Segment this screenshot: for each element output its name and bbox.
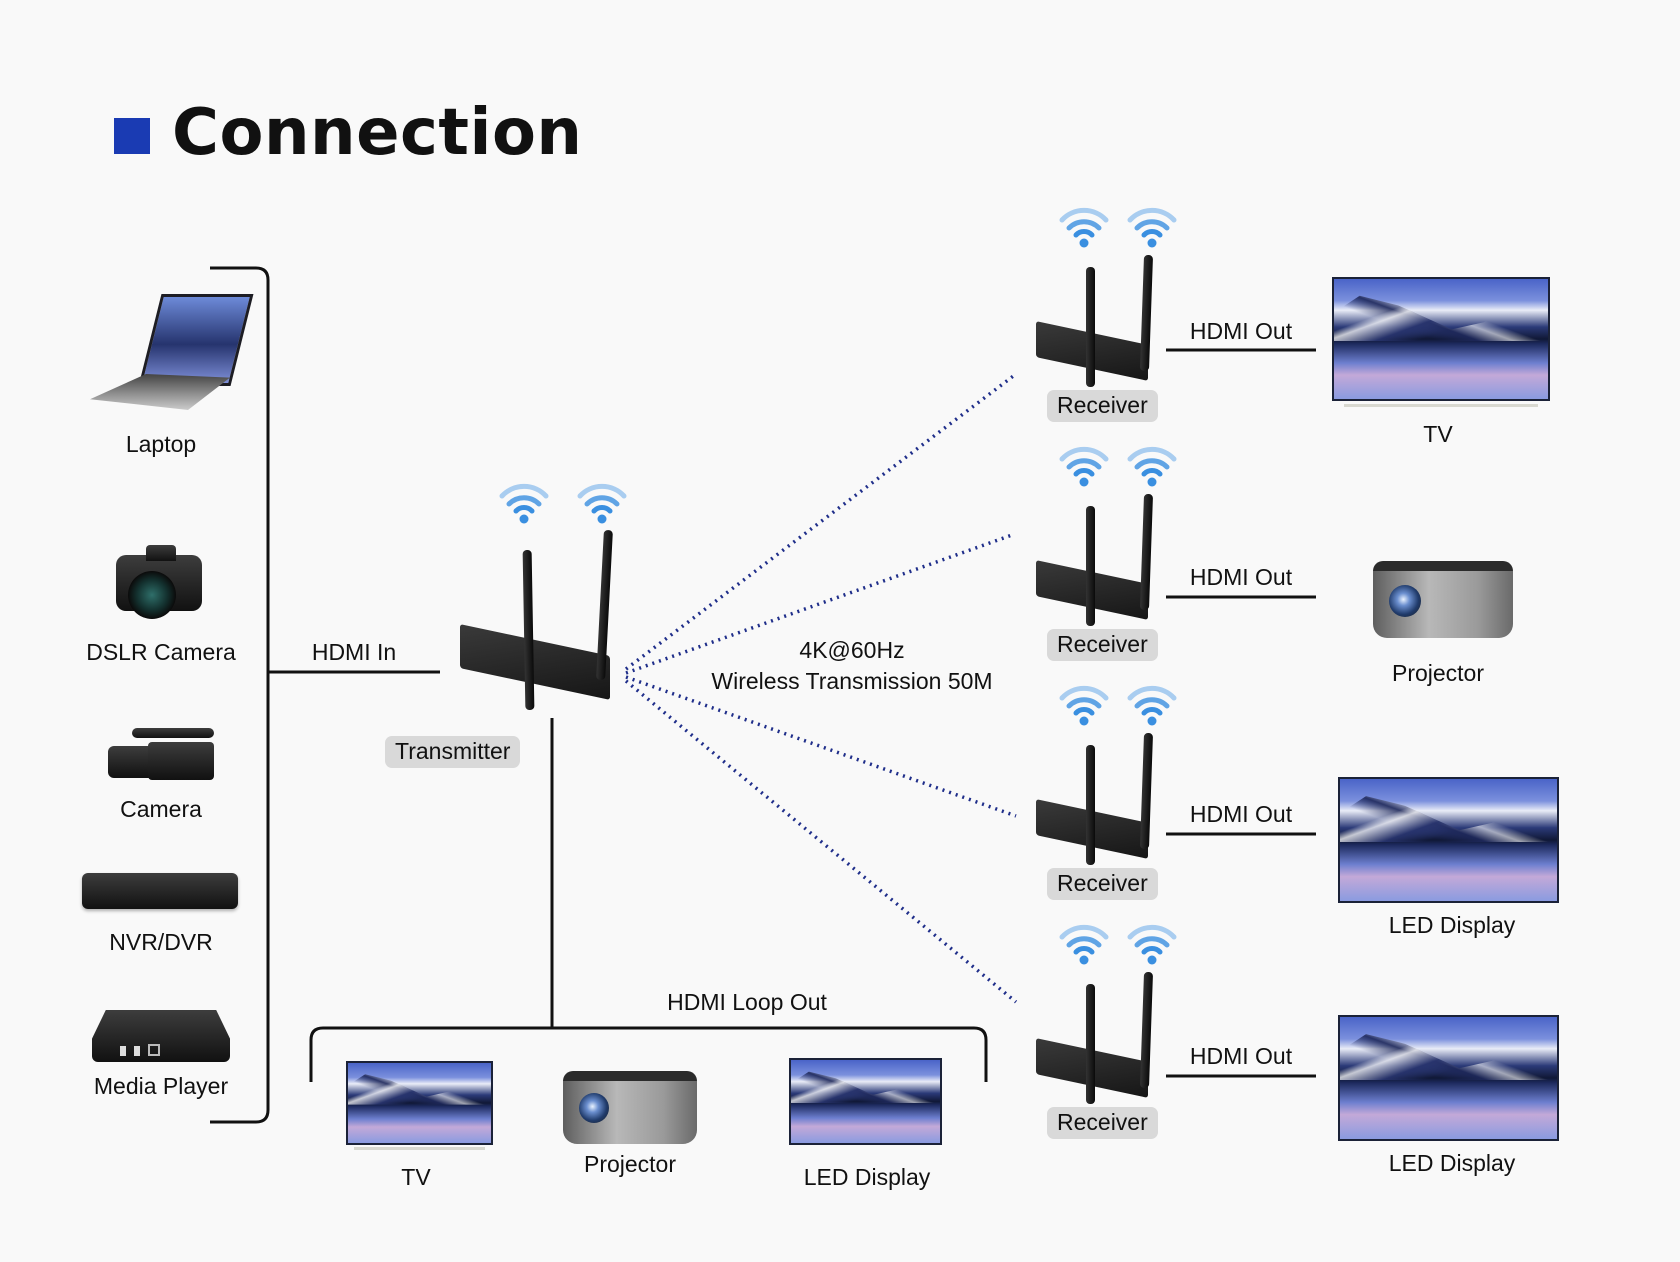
wifi-icon xyxy=(1126,204,1178,253)
receiver-device-icon xyxy=(1036,493,1156,629)
wireless-range-label: Wireless Transmission 50M xyxy=(711,668,993,694)
hdmi-loop-out-label: HDMI Loop Out xyxy=(667,989,827,1015)
wifi-icon xyxy=(1058,921,1110,970)
source-label: Media Player xyxy=(93,1073,229,1099)
page-title: Connection xyxy=(172,96,583,170)
receiver-device-icon xyxy=(1036,254,1156,390)
led-display-icon xyxy=(789,1058,942,1145)
projector-icon xyxy=(563,1071,697,1144)
tv-stand xyxy=(1344,404,1538,407)
wifi-icon xyxy=(498,480,550,529)
transmitter-device-icon xyxy=(458,529,618,715)
receiver-label: Receiver xyxy=(1047,390,1158,422)
transmitter-label: Transmitter xyxy=(385,736,521,768)
dslr-camera-icon xyxy=(116,545,202,625)
source-bracket xyxy=(210,266,270,1124)
led-display-icon xyxy=(1338,777,1559,903)
tv-stand xyxy=(354,1147,485,1150)
display-label: LED Display xyxy=(803,1164,931,1190)
source-label: Camera xyxy=(120,796,202,822)
wireless-link-1 xyxy=(624,372,1018,671)
projector-icon xyxy=(1373,561,1513,638)
nvr-dvr-icon xyxy=(82,873,238,909)
wireless-spec-label: 4K@60Hz xyxy=(799,637,905,663)
hdmi-out-label: HDMI Out xyxy=(1189,1043,1293,1069)
source-label: DSLR Camera xyxy=(86,639,236,665)
media-player-icon xyxy=(92,1010,230,1062)
loop-out-bracket xyxy=(309,1026,988,1082)
hdmi-out-label: HDMI Out xyxy=(1189,564,1293,590)
display-label: TV xyxy=(1423,421,1453,447)
tv-icon xyxy=(1332,277,1550,401)
receiver-label: Receiver xyxy=(1047,1107,1158,1139)
source-label: NVR/DVR xyxy=(109,929,213,955)
source-label: Laptop xyxy=(125,431,197,457)
wifi-icon xyxy=(1126,921,1178,970)
hdmi-out-label: HDMI Out xyxy=(1189,318,1293,344)
display-label: Projector xyxy=(583,1151,677,1177)
wireless-link-4 xyxy=(624,679,1018,1004)
receiver-device-icon xyxy=(1036,971,1156,1107)
wireless-link-2 xyxy=(625,533,1013,675)
display-label: TV xyxy=(401,1164,431,1190)
receiver-label: Receiver xyxy=(1047,629,1158,661)
receiver-device-icon xyxy=(1036,732,1156,868)
wireless-link-3 xyxy=(625,675,1017,818)
wifi-icon xyxy=(1058,443,1110,492)
tv-icon xyxy=(346,1061,493,1145)
wifi-icon xyxy=(1126,682,1178,731)
title-square-marker xyxy=(114,118,150,154)
display-label: LED Display xyxy=(1388,912,1516,938)
led-display-icon xyxy=(1338,1015,1559,1141)
display-label: Projector xyxy=(1391,660,1485,686)
hdmi-in-label: HDMI In xyxy=(311,639,397,665)
receiver-label: Receiver xyxy=(1047,868,1158,900)
wifi-icon xyxy=(1058,204,1110,253)
wifi-icon xyxy=(576,480,628,529)
camcorder-icon xyxy=(108,728,218,784)
wifi-icon xyxy=(1126,443,1178,492)
laptop-icon xyxy=(88,290,254,420)
hdmi-out-label: HDMI Out xyxy=(1189,801,1293,827)
wifi-icon xyxy=(1058,682,1110,731)
display-label: LED Display xyxy=(1388,1150,1516,1176)
